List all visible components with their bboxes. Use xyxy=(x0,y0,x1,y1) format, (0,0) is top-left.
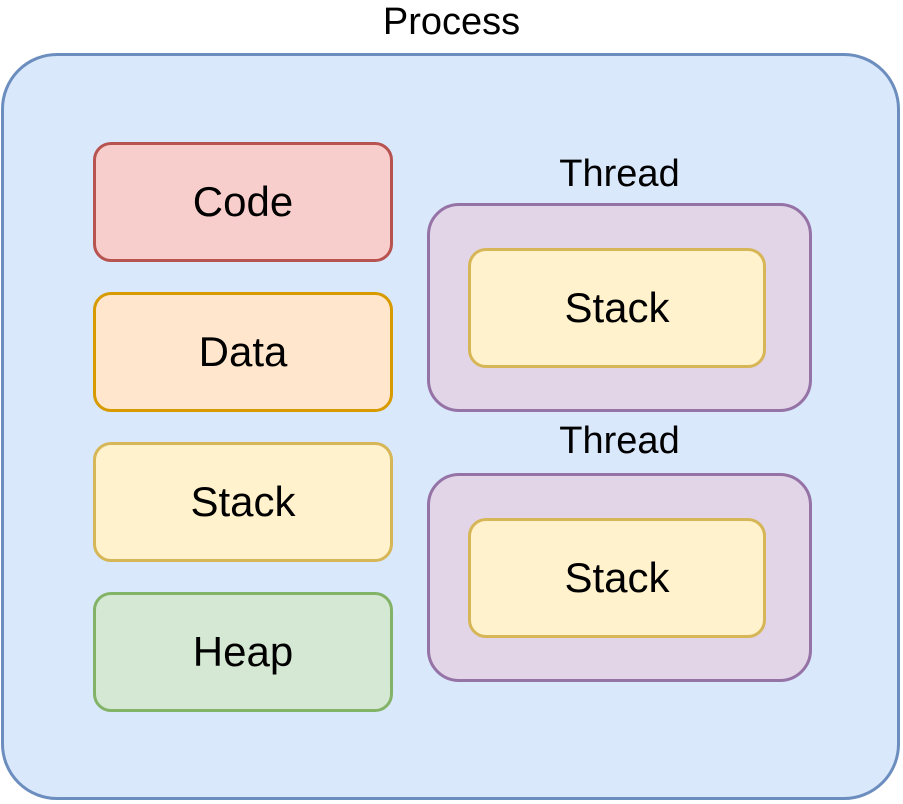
process-container: Code Data Stack Heap Thread Stack Thread… xyxy=(1,53,900,800)
code-block: Code xyxy=(93,142,393,262)
data-block: Data xyxy=(93,292,393,412)
thread-1-stack-block: Stack xyxy=(468,248,766,368)
thread-2-container: Stack xyxy=(427,473,812,682)
thread-1-container: Stack xyxy=(427,203,812,412)
stack-block: Stack xyxy=(93,442,393,562)
heap-block: Heap xyxy=(93,592,393,712)
thread-2-label: Thread xyxy=(559,420,680,462)
process-title: Process xyxy=(382,1,521,43)
thread-2-stack-block: Stack xyxy=(468,518,766,638)
thread-1-label: Thread xyxy=(559,153,680,195)
